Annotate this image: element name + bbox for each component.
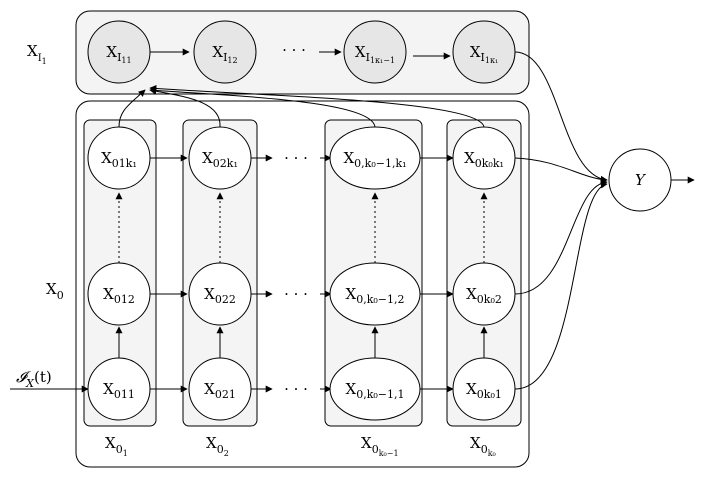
node-col4-row1-label: X0k₀1 (466, 380, 502, 401)
node-x-i1-3 (343, 20, 407, 84)
column-label-2: X02 (206, 434, 229, 458)
input-label: 𝓘X(t) (16, 368, 52, 390)
column-label-1: X01 (105, 434, 128, 458)
column-label-3: X0k₀−1 (361, 434, 399, 458)
dots-top: · · · (282, 41, 306, 59)
node-col4-row3 (452, 126, 516, 190)
nodes: XI11 XI12 XI1κ₁−1 XI1κ₁ X011 X012 X01k₁ X021 X02… (87, 20, 516, 421)
column-labels: X01 X02 X0k₀−1 X0k₀ (105, 434, 496, 458)
edge-col3-top (149, 86, 376, 128)
node-col2-row1-label: X021 (204, 380, 236, 401)
node-col4-row2-label: X0k₀2 (466, 285, 502, 306)
node-col4-row3-label: X0k₀k₁ (464, 149, 504, 170)
edge-c4r1-y (514, 181, 608, 390)
node-col2-row2-label: X022 (204, 285, 236, 306)
node-col1-row2-label: X012 (103, 285, 135, 306)
node-col1-row1 (87, 357, 151, 421)
node-col1-row1-label: X011 (103, 380, 135, 401)
node-col1-row2 (87, 262, 151, 326)
group-label-x0: X0 (46, 280, 64, 302)
node-col3-row3-label: X0,k₀−1,k₁ (343, 149, 406, 170)
dots-row-3: · · · (284, 149, 308, 167)
edge-c4r3-y (514, 157, 608, 184)
node-col1-row3-label: X01k₁ (101, 149, 137, 170)
node-col3-row3 (329, 126, 421, 190)
node-col2-row1 (188, 357, 252, 421)
node-col3-row2 (329, 262, 421, 326)
node-col3-row1-label: X0,k₀−1,1 (346, 380, 405, 401)
node-x-i1-3-label: XI1κ₁−1 (355, 43, 395, 65)
node-col2-row3-label: X02k₁ (202, 149, 238, 170)
node-x-i1-4-label: XI1κ₁ (470, 43, 498, 65)
node-x-i1-2 (193, 20, 257, 84)
group-label-x-i1: XI1 (27, 42, 47, 66)
node-col3-row2-label: X0,k₀−1,2 (346, 285, 405, 306)
dots-row-2: · · · (284, 285, 308, 303)
node-col2-row2 (188, 262, 252, 326)
node-col3-row1 (329, 357, 421, 421)
edge-col4-top (149, 84, 485, 128)
edge-top4-y (514, 51, 608, 183)
edge-col1-top (118, 89, 146, 128)
column-label-4: X0k₀ (470, 434, 496, 458)
edges (10, 48, 695, 393)
group-box-x0 (75, 100, 530, 468)
node-col4-row2 (452, 262, 516, 326)
edge-c4r2-y (514, 179, 608, 295)
node-x-i1-1 (87, 20, 151, 84)
node-y-label: Y (635, 171, 647, 189)
node-x-i1-1-label: XI11 (106, 43, 131, 65)
dots-row-1: · · · (284, 380, 308, 398)
node-col1-row3 (87, 126, 151, 190)
edge-col2-top (149, 87, 221, 128)
node-x-i1-2-label: XI12 (212, 43, 237, 65)
node-x-i1-4 (452, 20, 516, 84)
node-y (608, 148, 672, 212)
group-box-x-i1 (75, 10, 530, 95)
node-col4-row1 (452, 357, 516, 421)
node-col2-row3 (188, 126, 252, 190)
